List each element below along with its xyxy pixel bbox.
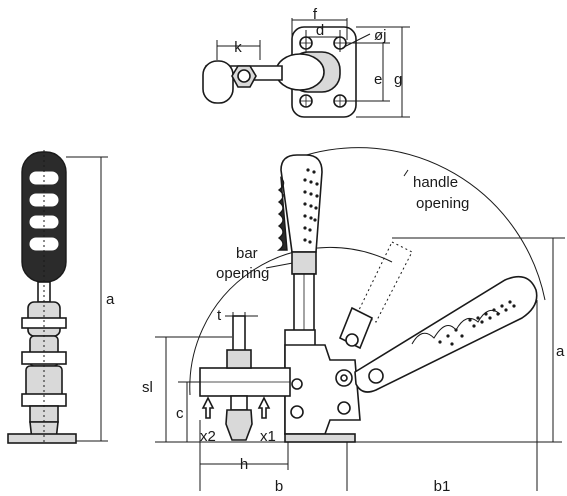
label-d: d (316, 22, 324, 39)
pivot-body-upper (291, 378, 303, 390)
spindle-foot (225, 409, 253, 441)
label-f: f (313, 6, 318, 23)
pivot-lower (337, 401, 351, 415)
top-view-spindle (237, 69, 251, 83)
label-sl: sl (142, 379, 153, 396)
arrow-x1-icon (257, 396, 271, 419)
label-b: b (275, 478, 283, 491)
spindle-lower (230, 395, 248, 411)
pivot-body (290, 405, 304, 419)
label-handle-opening-line1: handle (413, 174, 458, 191)
label-a-side: a (106, 291, 115, 308)
label-g: g (394, 71, 402, 88)
side-view: a (7, 150, 115, 445)
top-view-arm-end (202, 60, 234, 104)
side-view-base (7, 433, 77, 444)
handle-opening-arc (299, 147, 546, 301)
label-e: e (374, 71, 382, 88)
label-t: t (217, 307, 222, 324)
vertical-handle (280, 154, 323, 253)
top-view: f d øj k e g (202, 6, 410, 118)
vertical-handle-collar (291, 251, 317, 275)
vertical-handle-ribs (276, 176, 288, 251)
label-bar-opening-line1: bar (236, 245, 258, 262)
label-h: h (240, 456, 248, 473)
side-view-pin (21, 317, 67, 329)
label-k: k (234, 39, 242, 56)
spindle-nut (226, 349, 252, 369)
vertical-handle-dots (303, 168, 319, 244)
label-handle-opening-line2: opening (416, 195, 469, 212)
label-x1: x1 (260, 428, 276, 445)
tilted-handle-dots (438, 300, 516, 346)
label-b1: b1 (434, 478, 451, 491)
pivot-main-center (340, 374, 348, 382)
side-view-spindle (29, 405, 59, 423)
main-view: a t sl c x2 x1 h b b1 handle opening bar… (142, 147, 565, 495)
top-view-handle-knob (275, 53, 325, 91)
arrow-x2-icon (201, 396, 215, 419)
label-a-main: a (556, 343, 565, 360)
label-oj: øj (374, 27, 387, 44)
label-bar-opening-line2: opening (216, 265, 269, 282)
clamp-base (284, 433, 356, 443)
tilted-handle (338, 241, 538, 393)
spindle-thread (232, 315, 246, 353)
label-x2: x2 (200, 428, 216, 445)
bar-opening-arc (189, 246, 393, 396)
label-c: c (176, 405, 184, 422)
side-view-pin2 (21, 351, 67, 365)
